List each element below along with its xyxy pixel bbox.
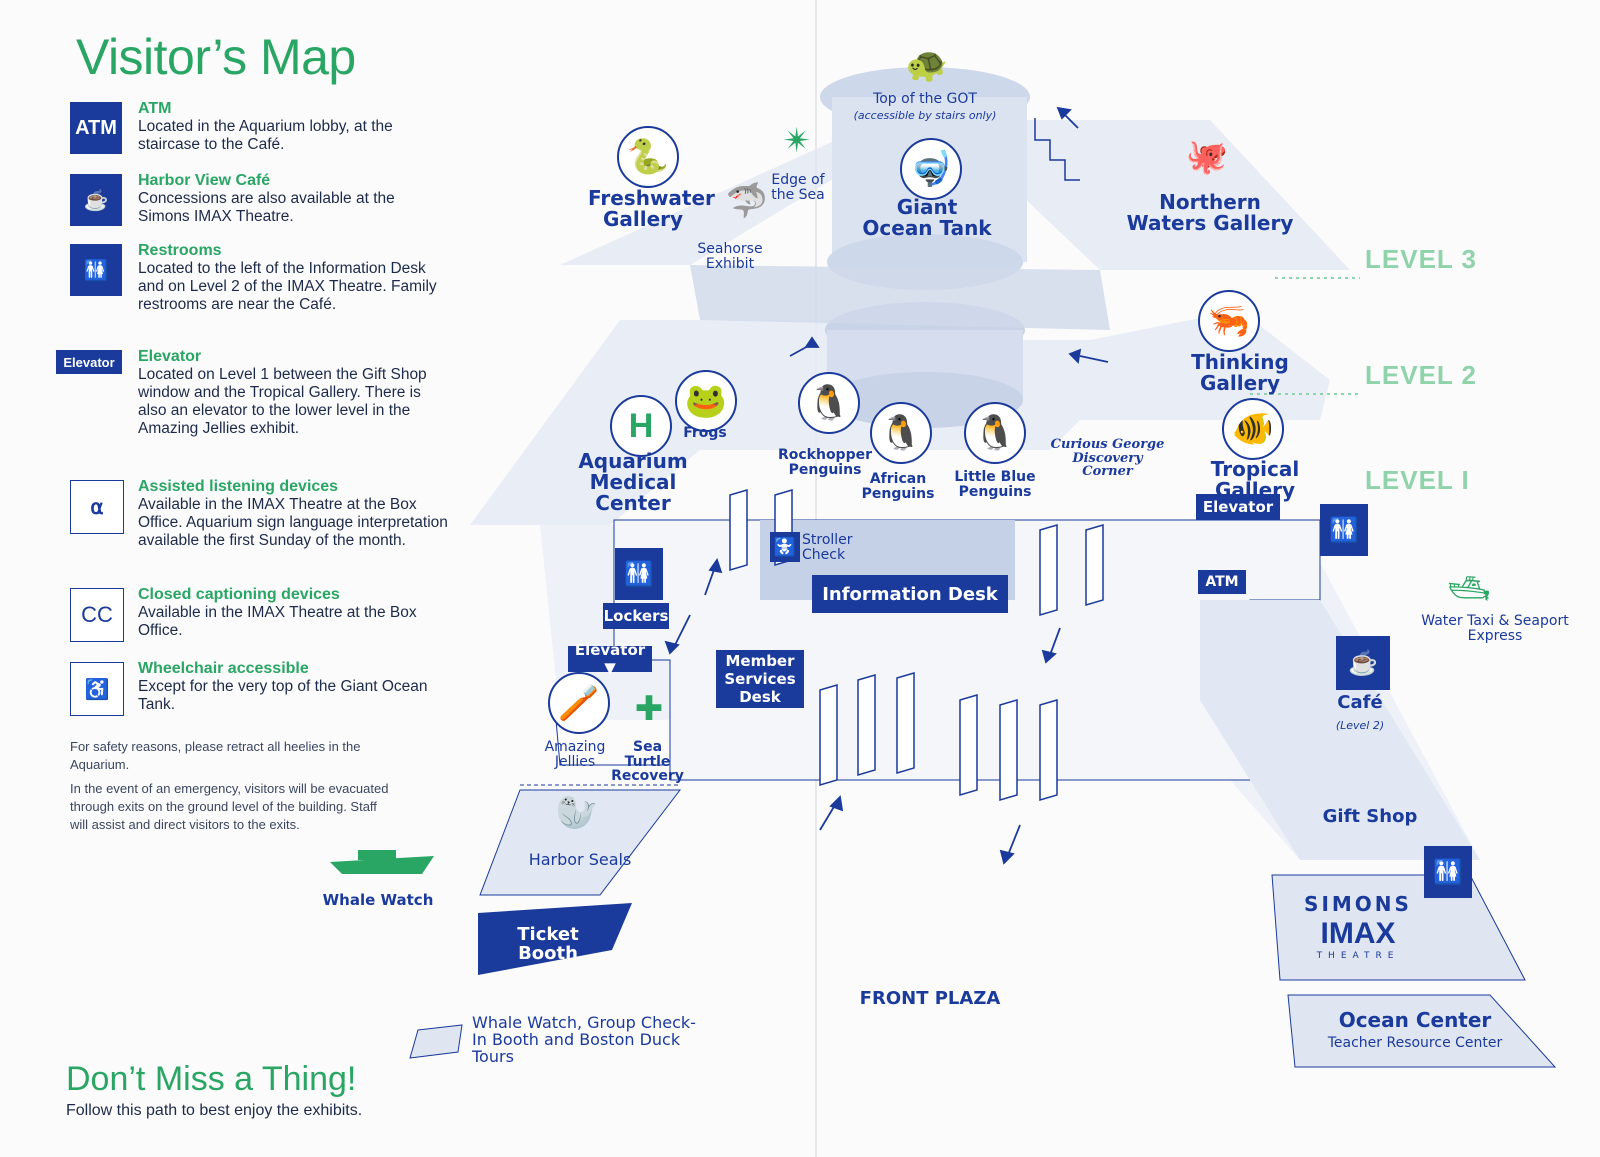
legend-body: Except for the very top of the Giant Oce…: [138, 678, 428, 713]
whale-watch-label: Whale Watch: [322, 891, 434, 909]
legend-body: Concessions are also available at the Si…: [138, 190, 395, 225]
imax-simons-label: SIMONS: [1304, 892, 1412, 916]
ocean-center-label: Ocean Center: [1338, 1008, 1492, 1032]
sea-turtle-icon: ✚: [634, 690, 664, 728]
frog-icon: 🐸: [675, 370, 737, 432]
northern-waters-label: Northern Waters Gallery: [1126, 190, 1294, 235]
medical-center-label: Aquarium Medical Center: [578, 449, 688, 515]
imax-logo-label: IMAX: [1320, 917, 1396, 950]
seahorse-icon: 🦈: [725, 182, 769, 220]
little-blue-label: Little Blue Penguins: [954, 469, 1036, 500]
level-3-label: LEVEL 3: [1365, 244, 1478, 274]
whale-checkin-label: Whale Watch, Group Check-In Booth and Bo…: [472, 1013, 696, 1066]
legend-body: Located in the Aquarium lobby, at the st…: [138, 118, 393, 153]
top-got-note: (accessible by stairs only): [853, 109, 997, 122]
stroller-check-label: Stroller Check: [802, 532, 853, 563]
legend-heading: Closed captioning devices: [138, 586, 340, 603]
shrimp-icon: 🦐: [1198, 290, 1260, 352]
legend-elevator: Elevator Elevator Located on Level 1 bet…: [56, 348, 450, 463]
legend-atm: ATM ATM Located in the Aquarium lobby, a…: [70, 100, 450, 162]
octopus-icon: 🐙: [1185, 138, 1229, 176]
african-penguins-label: African Penguins: [861, 471, 935, 502]
gift-shop-label: Gift Shop: [1322, 806, 1418, 827]
curious-george-label: Curious George Discovery Corner: [1050, 437, 1165, 480]
atm-sign: ATM: [1198, 570, 1246, 594]
legend-cafe: ☕ Harbor View Café Concessions are also …: [70, 172, 450, 234]
whale-boat-icon: [330, 848, 434, 876]
legend-heading: Elevator: [138, 348, 202, 365]
wheelchair-icon: ♿: [70, 662, 124, 716]
ear-icon: ⍺: [70, 480, 124, 534]
legend-heading: ATM: [138, 100, 172, 117]
legend-body: Located to the left of the Information D…: [138, 260, 437, 313]
safety-note: For safety reasons, please retract all h…: [70, 739, 361, 772]
turtle-icon: 🐢: [905, 46, 949, 84]
front-plaza-label: FRONT PLAZA: [859, 988, 1001, 1009]
legend-body: Located on Level 1 between the Gift Shop…: [138, 366, 427, 437]
legend-heading: Harbor View Café: [138, 172, 271, 189]
starfish-icon: ✴: [782, 122, 812, 160]
legend-captioning: CC Closed captioning devices Available i…: [70, 586, 450, 646]
african-penguin-icon: 🐧: [870, 402, 932, 464]
level-2-label: LEVEL 2: [1365, 360, 1478, 390]
legend-body: Available in the IMAX Theatre at the Box…: [138, 604, 417, 639]
lower-elevator-sign: Elevator ▼: [568, 641, 652, 677]
snake-icon: 🐍: [617, 126, 679, 188]
restroom-icon: 🚻: [1320, 504, 1368, 556]
ticket-booth-label: Ticket Booth: [517, 924, 579, 964]
restroom-icon: 🚻: [615, 548, 663, 600]
elevator-sign: Elevator: [1196, 494, 1280, 520]
legend-wheelchair: ♿ Wheelchair accessible Except for the v…: [70, 660, 450, 720]
member-services-label: Member Services Desk: [716, 650, 804, 708]
legend-listening: ⍺ Assisted listening devices Available i…: [70, 478, 450, 573]
frogs-label: Frogs: [683, 425, 727, 441]
amazing-jellies-label: Amazing Jellies: [544, 739, 606, 770]
legend-body: Available in the IMAX Theatre at the Box…: [138, 496, 448, 549]
top-got-label: Top of the GOT: [873, 91, 977, 107]
legend-heading: Assisted listening devices: [138, 478, 339, 495]
seal-icon: 🦭: [555, 794, 599, 832]
cafe-icon: ☕: [1336, 636, 1390, 690]
emergency-note: In the event of an emergency, visitors w…: [70, 781, 389, 832]
atm-icon: ATM: [70, 102, 122, 154]
jellyfish-icon: 🪥: [548, 672, 610, 734]
harbor-seals-label: Harbor Seals: [528, 850, 632, 869]
seahorse-exhibit-label: Seahorse Exhibit: [697, 241, 763, 272]
thinking-gallery-label: Thinking Gallery: [1191, 350, 1289, 395]
page-title: Visitor’s Map: [76, 29, 356, 85]
rockhopper-label: Rockhopper Penguins: [777, 447, 873, 478]
lionfish-icon: 🐠: [1222, 398, 1284, 460]
information-desk-label: Information Desk: [812, 575, 1008, 613]
water-taxi-label: Water Taxi & Seaport Express: [1421, 613, 1569, 644]
legend-heading: Wheelchair accessible: [138, 660, 309, 677]
rockhopper-icon: 🐧: [798, 372, 860, 434]
little-blue-penguin-icon: 🐧: [964, 402, 1026, 464]
imax-theatre-label: THEATRE: [1316, 951, 1400, 961]
level-1-label: LEVEL I: [1365, 465, 1470, 495]
teacher-resource-label: Teacher Resource Center: [1327, 1035, 1503, 1051]
stroller-icon: 🚼: [770, 532, 800, 562]
cafe-icon: ☕: [70, 174, 122, 226]
cafe-label: Café: [1337, 692, 1383, 713]
restroom-icon: 🚻: [1424, 846, 1472, 898]
elevator-icon: Elevator: [56, 350, 122, 374]
sea-turtle-label: Sea Turtle Recovery: [611, 739, 684, 785]
dont-miss-title: Don’t Miss a Thing!: [66, 1060, 357, 1098]
restroom-icon: 🚻: [70, 244, 122, 296]
freshwater-gallery-label: Freshwater Gallery: [588, 186, 715, 231]
giant-ocean-tank-label: Giant Ocean Tank: [862, 195, 992, 240]
cafe-level-label: (Level 2): [1335, 719, 1385, 732]
legend-heading: Restrooms: [138, 242, 222, 259]
cc-icon: CC: [70, 588, 124, 642]
diver-icon: 🤿: [900, 138, 962, 200]
legend-restrooms: 🚻 Restrooms Located to the left of the I…: [70, 242, 450, 337]
dont-miss-subtitle: Follow this path to best enjoy the exhib…: [66, 1102, 363, 1119]
medical-h-icon: H: [610, 395, 672, 457]
lockers-label: Lockers: [603, 603, 669, 629]
edge-of-sea-label: Edge of the Sea: [771, 172, 825, 203]
water-taxi-boat-icon: 🛥: [1447, 570, 1491, 608]
